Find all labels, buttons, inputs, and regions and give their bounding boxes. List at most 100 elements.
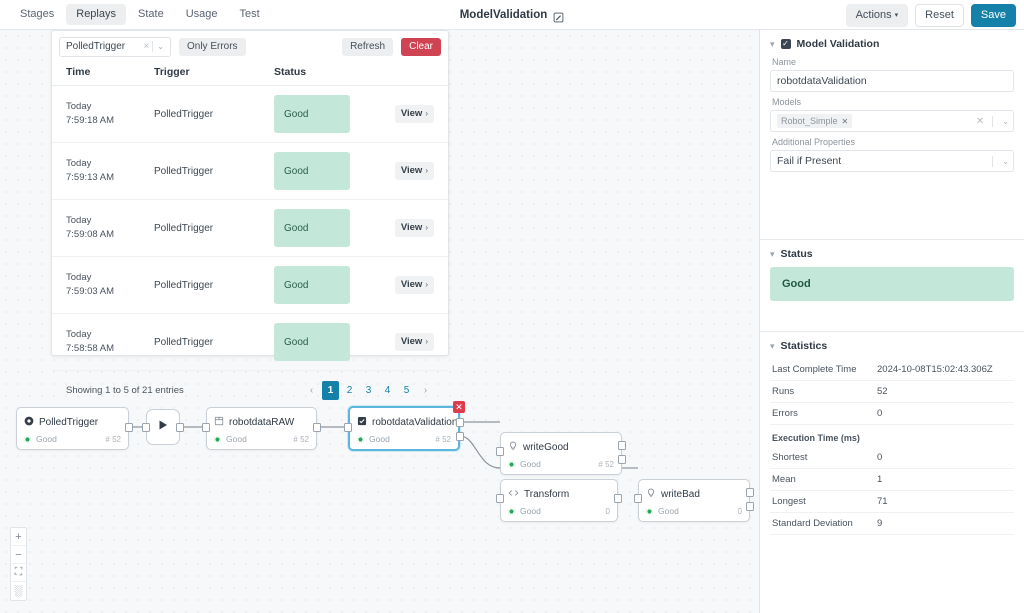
pagination-page-2[interactable]: 2	[346, 385, 353, 396]
pagination-prev[interactable]: ‹	[309, 385, 314, 396]
tab-state[interactable]: State	[138, 8, 164, 20]
chevron-down-icon[interactable]: ▾	[770, 248, 775, 259]
clear-button[interactable]: Clear	[401, 37, 441, 56]
select-controls: ✕ ⌄	[973, 115, 1011, 127]
delete-node-button[interactable]: ✕	[453, 401, 465, 413]
grid-toggle-icon[interactable]: ░	[14, 585, 23, 597]
flow-node-transform[interactable]: Transform Good 0	[496, 479, 622, 522]
zoom-out-icon[interactable]: −	[11, 546, 26, 564]
additional-properties-select[interactable]: Fail if Present ⌄	[770, 150, 1014, 172]
node-footer: Good 0	[501, 504, 617, 521]
flow-node-robotdataraw[interactable]: robotdataRAW Good # 52	[202, 407, 321, 450]
node-port-in[interactable]	[634, 494, 642, 503]
cell-status: Good	[274, 152, 382, 190]
column-header-trigger: Trigger	[154, 66, 190, 78]
replays-panel: PolledTrigger × ⌄ Only Errors Refresh Cl…	[51, 30, 449, 400]
node-port-out-a[interactable]	[746, 488, 754, 497]
node-port-out-bad[interactable]	[456, 432, 464, 441]
name-input[interactable]: robotdataValidation	[770, 70, 1014, 92]
chevron-down-icon[interactable]: ▾	[770, 38, 775, 49]
model-tag[interactable]: Robot_Simple ✕	[777, 114, 853, 128]
reset-button[interactable]: Reset	[915, 3, 964, 27]
actions-button[interactable]: Actions▾	[845, 3, 909, 27]
node-port-out[interactable]	[313, 423, 321, 432]
trigger-filter-value: PolledTrigger	[66, 40, 126, 52]
node-count: # 52	[293, 434, 309, 444]
node-header: Transform	[501, 480, 617, 504]
fit-view-icon[interactable]: ⛶	[11, 564, 26, 582]
save-button[interactable]: Save	[970, 3, 1016, 27]
pagination-next[interactable]: ›	[423, 385, 428, 396]
stat-row-shortest: Shortest 0	[770, 447, 1014, 469]
stat-key: Shortest	[772, 452, 808, 463]
cell-time: Today 7:59:13 AM	[66, 157, 154, 185]
flow-node-writebad[interactable]: writeBad Good 0	[634, 479, 754, 522]
view-button[interactable]: View›	[394, 162, 434, 180]
tab-usage[interactable]: Usage	[185, 8, 218, 20]
enable-checkbox[interactable]: ✓	[780, 39, 791, 49]
clear-models-icon[interactable]: ✕	[975, 115, 985, 127]
divider	[152, 41, 154, 52]
node-port-out-b[interactable]	[618, 455, 626, 464]
spacer	[770, 172, 1014, 227]
node-port-in[interactable]	[344, 423, 352, 432]
tab-test[interactable]: Test	[239, 8, 260, 20]
view-label: View	[400, 165, 423, 177]
node-port-out-b[interactable]	[746, 502, 754, 511]
flow-node-polledtrigger[interactable]: PolledTrigger Good # 52	[16, 407, 133, 450]
zoom-in-icon[interactable]: +	[11, 528, 26, 546]
node-footer: Good # 52	[350, 432, 458, 449]
tab-replays[interactable]: Replays	[66, 4, 126, 25]
status-value: Good	[770, 267, 1014, 301]
chevron-right-icon: ›	[425, 166, 428, 175]
only-errors-button[interactable]: Only Errors	[179, 37, 246, 56]
pagination: ‹ 1 2 3 4 5 ›	[303, 381, 434, 400]
node-port-in[interactable]	[496, 494, 504, 503]
view-button[interactable]: View›	[394, 276, 434, 294]
table-row[interactable]: Today 7:59:13 AM PolledTrigger Good View…	[52, 143, 448, 200]
flow-node-play[interactable]	[142, 409, 184, 445]
node-port-out-a[interactable]	[618, 441, 626, 450]
remove-tag-icon[interactable]: ✕	[841, 116, 849, 126]
trigger-filter-select[interactable]: PolledTrigger × ⌄	[59, 36, 171, 57]
table-row[interactable]: Today 7:59:08 AM PolledTrigger Good View…	[52, 200, 448, 257]
table-row[interactable]: Today 7:59:18 AM PolledTrigger Good View…	[52, 86, 448, 143]
node-port-out[interactable]	[614, 494, 622, 503]
section-title: Status	[780, 248, 813, 260]
name-label: Name	[772, 57, 797, 67]
view-button[interactable]: View›	[394, 219, 434, 237]
section-header[interactable]: ▾ Status	[770, 248, 1014, 260]
cell-trigger: PolledTrigger	[154, 336, 214, 348]
tab-stages[interactable]: Stages	[20, 8, 55, 20]
pagination-page-4[interactable]: 4	[384, 385, 391, 396]
models-select[interactable]: Robot_Simple ✕ ✕ ⌄	[770, 110, 1014, 132]
column-header-time: Time	[66, 66, 91, 78]
pagination-page-1[interactable]: 1	[322, 381, 339, 400]
clear-filter-icon[interactable]: ×	[143, 41, 150, 52]
node-port-in[interactable]	[142, 423, 150, 432]
chevron-down-icon[interactable]: ⌄	[1002, 116, 1009, 126]
chevron-down-icon[interactable]: ▾	[770, 340, 775, 351]
refresh-button[interactable]: Refresh	[342, 37, 394, 56]
cell-action: View›	[382, 276, 434, 294]
view-button[interactable]: View›	[394, 105, 434, 123]
table-row[interactable]: Today 7:58:58 AM PolledTrigger Good View…	[52, 314, 448, 371]
node-port-in[interactable]	[496, 447, 504, 456]
chevron-down-icon[interactable]: ⌄	[1002, 156, 1009, 166]
view-button[interactable]: View›	[394, 333, 434, 351]
table-row[interactable]: Today 7:59:03 AM PolledTrigger Good View…	[52, 257, 448, 314]
flow-node-robotdatavalidation[interactable]: ✕ robotdataValidation Good # 52	[344, 401, 465, 451]
node-port-out[interactable]	[176, 423, 184, 432]
section-header[interactable]: ▾ Statistics	[770, 340, 1014, 352]
node-port-in[interactable]	[202, 423, 210, 432]
node-label: robotdataValidation	[372, 416, 458, 428]
row-time: 7:58:58 AM	[66, 343, 115, 354]
pagination-page-5[interactable]: 5	[403, 385, 410, 396]
flow-node-writegood[interactable]: writeGood Good # 52	[496, 432, 626, 475]
pagination-page-3[interactable]: 3	[365, 385, 372, 396]
node-port-out[interactable]	[125, 423, 133, 432]
section-header[interactable]: ▾ ✓ Model Validation	[770, 38, 1014, 50]
chevron-down-icon[interactable]: ⌄	[157, 42, 164, 51]
pencil-square-icon[interactable]	[553, 10, 564, 22]
node-port-out-good[interactable]	[456, 418, 464, 427]
